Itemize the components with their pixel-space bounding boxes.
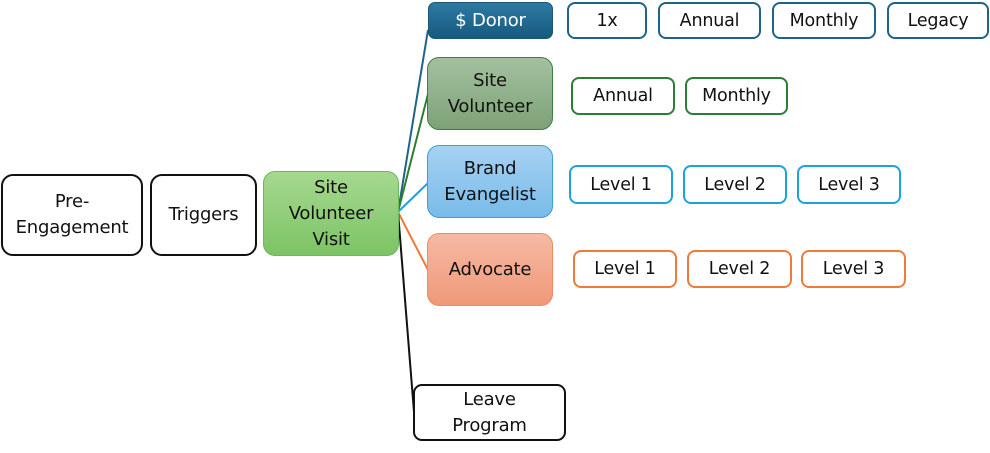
option-label: Level 2: [704, 174, 766, 195]
evangelist-option-level-1[interactable]: Level 1: [569, 165, 673, 204]
donor-option-legacy[interactable]: Legacy: [887, 2, 989, 39]
option-label: Level 1: [590, 174, 652, 195]
option-label: Level 3: [818, 174, 880, 195]
connector-advocate: [397, 211, 429, 271]
option-label: Legacy: [907, 10, 969, 31]
option-label: Monthly: [789, 10, 859, 31]
option-label: Level 2: [708, 259, 771, 279]
site-volunteer-option-annual[interactable]: Annual: [571, 77, 675, 115]
leave-program-node[interactable]: Leave Program: [413, 384, 566, 441]
site-volunteer-visit-label: Site Volunteer Visit: [288, 176, 374, 250]
advocate-label: Advocate: [448, 258, 532, 280]
connector-site-volunteer: [397, 93, 429, 213]
connector-leave: [397, 211, 415, 413]
pre-engagement-node[interactable]: Pre- Engagement: [1, 174, 143, 256]
option-label: Annual: [679, 10, 740, 31]
leave-program-label: Leave Program: [452, 388, 527, 436]
advocate-option-level-1[interactable]: Level 1: [573, 250, 677, 288]
triggers-label: Triggers: [168, 204, 239, 225]
advocate-option-level-2[interactable]: Level 2: [687, 250, 792, 288]
triggers-node[interactable]: Triggers: [150, 174, 257, 256]
brand-evangelist-node[interactable]: Brand Evangelist: [427, 145, 553, 218]
pre-engagement-label: Pre- Engagement: [15, 191, 129, 238]
option-label: 1x: [596, 10, 618, 31]
connector-donor: [397, 29, 429, 213]
site-volunteer-option-monthly[interactable]: Monthly: [685, 77, 788, 115]
evangelist-option-level-3[interactable]: Level 3: [797, 165, 901, 204]
option-label: Monthly: [702, 86, 771, 106]
donor-option-1x[interactable]: 1x: [567, 2, 647, 39]
advocate-option-level-3[interactable]: Level 3: [801, 250, 906, 288]
evangelist-option-level-2[interactable]: Level 2: [683, 165, 787, 204]
donor-label: $ Donor: [455, 9, 526, 31]
site-volunteer-visit-node[interactable]: Site Volunteer Visit: [263, 171, 399, 256]
connector-brand-evangelist: [397, 182, 429, 213]
donor-option-monthly[interactable]: Monthly: [772, 2, 876, 39]
donor-node[interactable]: $ Donor: [428, 2, 553, 39]
site-volunteer-label: Site Volunteer: [447, 69, 533, 117]
option-label: Level 3: [822, 259, 885, 279]
site-volunteer-node[interactable]: Site Volunteer: [427, 57, 553, 130]
option-label: Annual: [593, 86, 653, 106]
option-label: Level 1: [594, 259, 656, 279]
advocate-node[interactable]: Advocate: [427, 233, 553, 306]
brand-evangelist-label: Brand Evangelist: [444, 157, 536, 205]
donor-option-annual[interactable]: Annual: [658, 2, 761, 39]
